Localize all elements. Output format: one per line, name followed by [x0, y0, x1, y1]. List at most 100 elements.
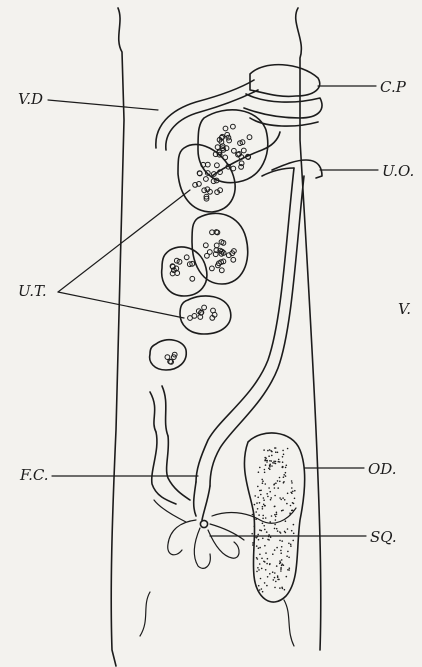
stipple-dot: [286, 465, 288, 467]
stipple-dot: [272, 553, 274, 555]
stipple-dot: [277, 575, 279, 577]
stipple-dot: [294, 498, 296, 500]
stipple-dot: [257, 486, 259, 488]
right-body-wall: [296, 8, 321, 650]
stipple-dot: [253, 549, 255, 551]
stipple-dot: [259, 467, 261, 469]
stipple-dot: [265, 464, 267, 466]
stipple-dot: [279, 587, 281, 589]
stipple-dot: [271, 465, 273, 467]
stipple-dot: [280, 499, 282, 501]
stipple-dot: [269, 491, 271, 493]
stipple-dot: [258, 514, 260, 516]
stipple-dot: [264, 472, 266, 474]
stipple-dot: [285, 520, 287, 522]
stipple-dot: [257, 534, 259, 536]
stipple-dot: [276, 512, 278, 514]
stipple-dot: [274, 528, 276, 530]
egg: [219, 268, 224, 273]
stipple-dot: [287, 569, 289, 571]
stipple-dot: [282, 450, 284, 452]
stipple-dot: [264, 529, 266, 531]
stipple-dot: [274, 587, 276, 589]
stipple-dot: [281, 540, 283, 542]
female-complex: [150, 386, 296, 568]
stipple-dot: [262, 538, 264, 540]
stipple-dot: [269, 521, 271, 523]
stipple-dot: [264, 561, 266, 563]
stipple-dot: [274, 549, 276, 551]
ovary: [244, 433, 304, 602]
stipple-dot: [294, 490, 296, 492]
stipple-dot: [262, 482, 264, 484]
egg: [184, 255, 189, 260]
stipple-dot: [277, 480, 279, 482]
stipple-dot: [274, 506, 276, 508]
stipple-dot: [291, 482, 293, 484]
stipple-dot: [282, 509, 284, 511]
stipple-dot: [257, 497, 259, 499]
stipple-dot: [279, 497, 281, 499]
egg: [241, 148, 246, 153]
stipple-dot: [289, 567, 291, 569]
stipple-dot: [293, 533, 295, 535]
stipple-dot: [274, 447, 276, 449]
stipple-dot: [269, 460, 271, 462]
stipple-dot: [264, 505, 266, 507]
stipple-dot: [262, 591, 264, 593]
stipple-dot: [279, 560, 281, 562]
stipple-dot: [263, 497, 265, 499]
stipple-dot: [278, 579, 280, 581]
egg: [204, 177, 209, 182]
stipple-dot: [276, 513, 278, 515]
stipple-dot: [286, 576, 288, 578]
stipple-dot: [289, 514, 291, 516]
stipple-dot: [266, 493, 268, 495]
stipple-dot: [271, 455, 273, 457]
stipple-dot: [270, 536, 272, 538]
egg: [231, 166, 236, 171]
stipple-dot: [287, 448, 289, 450]
leader-ut-a: [58, 190, 190, 292]
stipple-dot: [275, 581, 277, 583]
egg: [247, 135, 252, 140]
stipple-dot: [268, 455, 270, 457]
stipple-dot: [251, 533, 253, 535]
stipple-dot: [274, 495, 276, 497]
stipple-dot: [259, 547, 261, 549]
stipple-dot: [259, 529, 261, 531]
stipple-dot: [278, 459, 280, 461]
stipple-dot: [290, 545, 292, 547]
stipple-dot: [283, 476, 285, 478]
egg: [232, 148, 237, 153]
stipple-dot: [279, 540, 281, 542]
stipple-dot: [256, 571, 258, 573]
label-vd: V.D: [18, 90, 43, 108]
stipple-dot: [279, 461, 281, 463]
label-fc: F.C.: [19, 466, 49, 484]
stipple-dot: [284, 589, 286, 591]
stipple-dot: [276, 528, 278, 530]
stipple-dot: [273, 579, 275, 581]
stipple-dot: [261, 530, 263, 532]
stipple-dot: [266, 460, 268, 462]
stipple-dot: [264, 582, 266, 584]
egg: [223, 155, 228, 160]
stipple-dot: [277, 530, 279, 532]
stipple-dot: [290, 505, 292, 507]
stipple-dot: [252, 544, 254, 546]
egg: [202, 305, 207, 310]
leader-ut-b: [58, 292, 184, 318]
stipple-dot: [258, 569, 260, 571]
stipple-dot: [285, 475, 287, 477]
stipple-dot: [288, 543, 290, 545]
stipple-dot: [287, 551, 289, 553]
stipple-dot: [280, 550, 282, 552]
stipple-dot: [264, 469, 266, 471]
stipple-dot: [274, 483, 276, 485]
egg: [231, 124, 236, 129]
stipple-dot: [274, 572, 276, 574]
stipple-dot: [252, 514, 254, 516]
label-uo: U.O.: [382, 162, 414, 180]
stipple-dot: [252, 542, 254, 544]
